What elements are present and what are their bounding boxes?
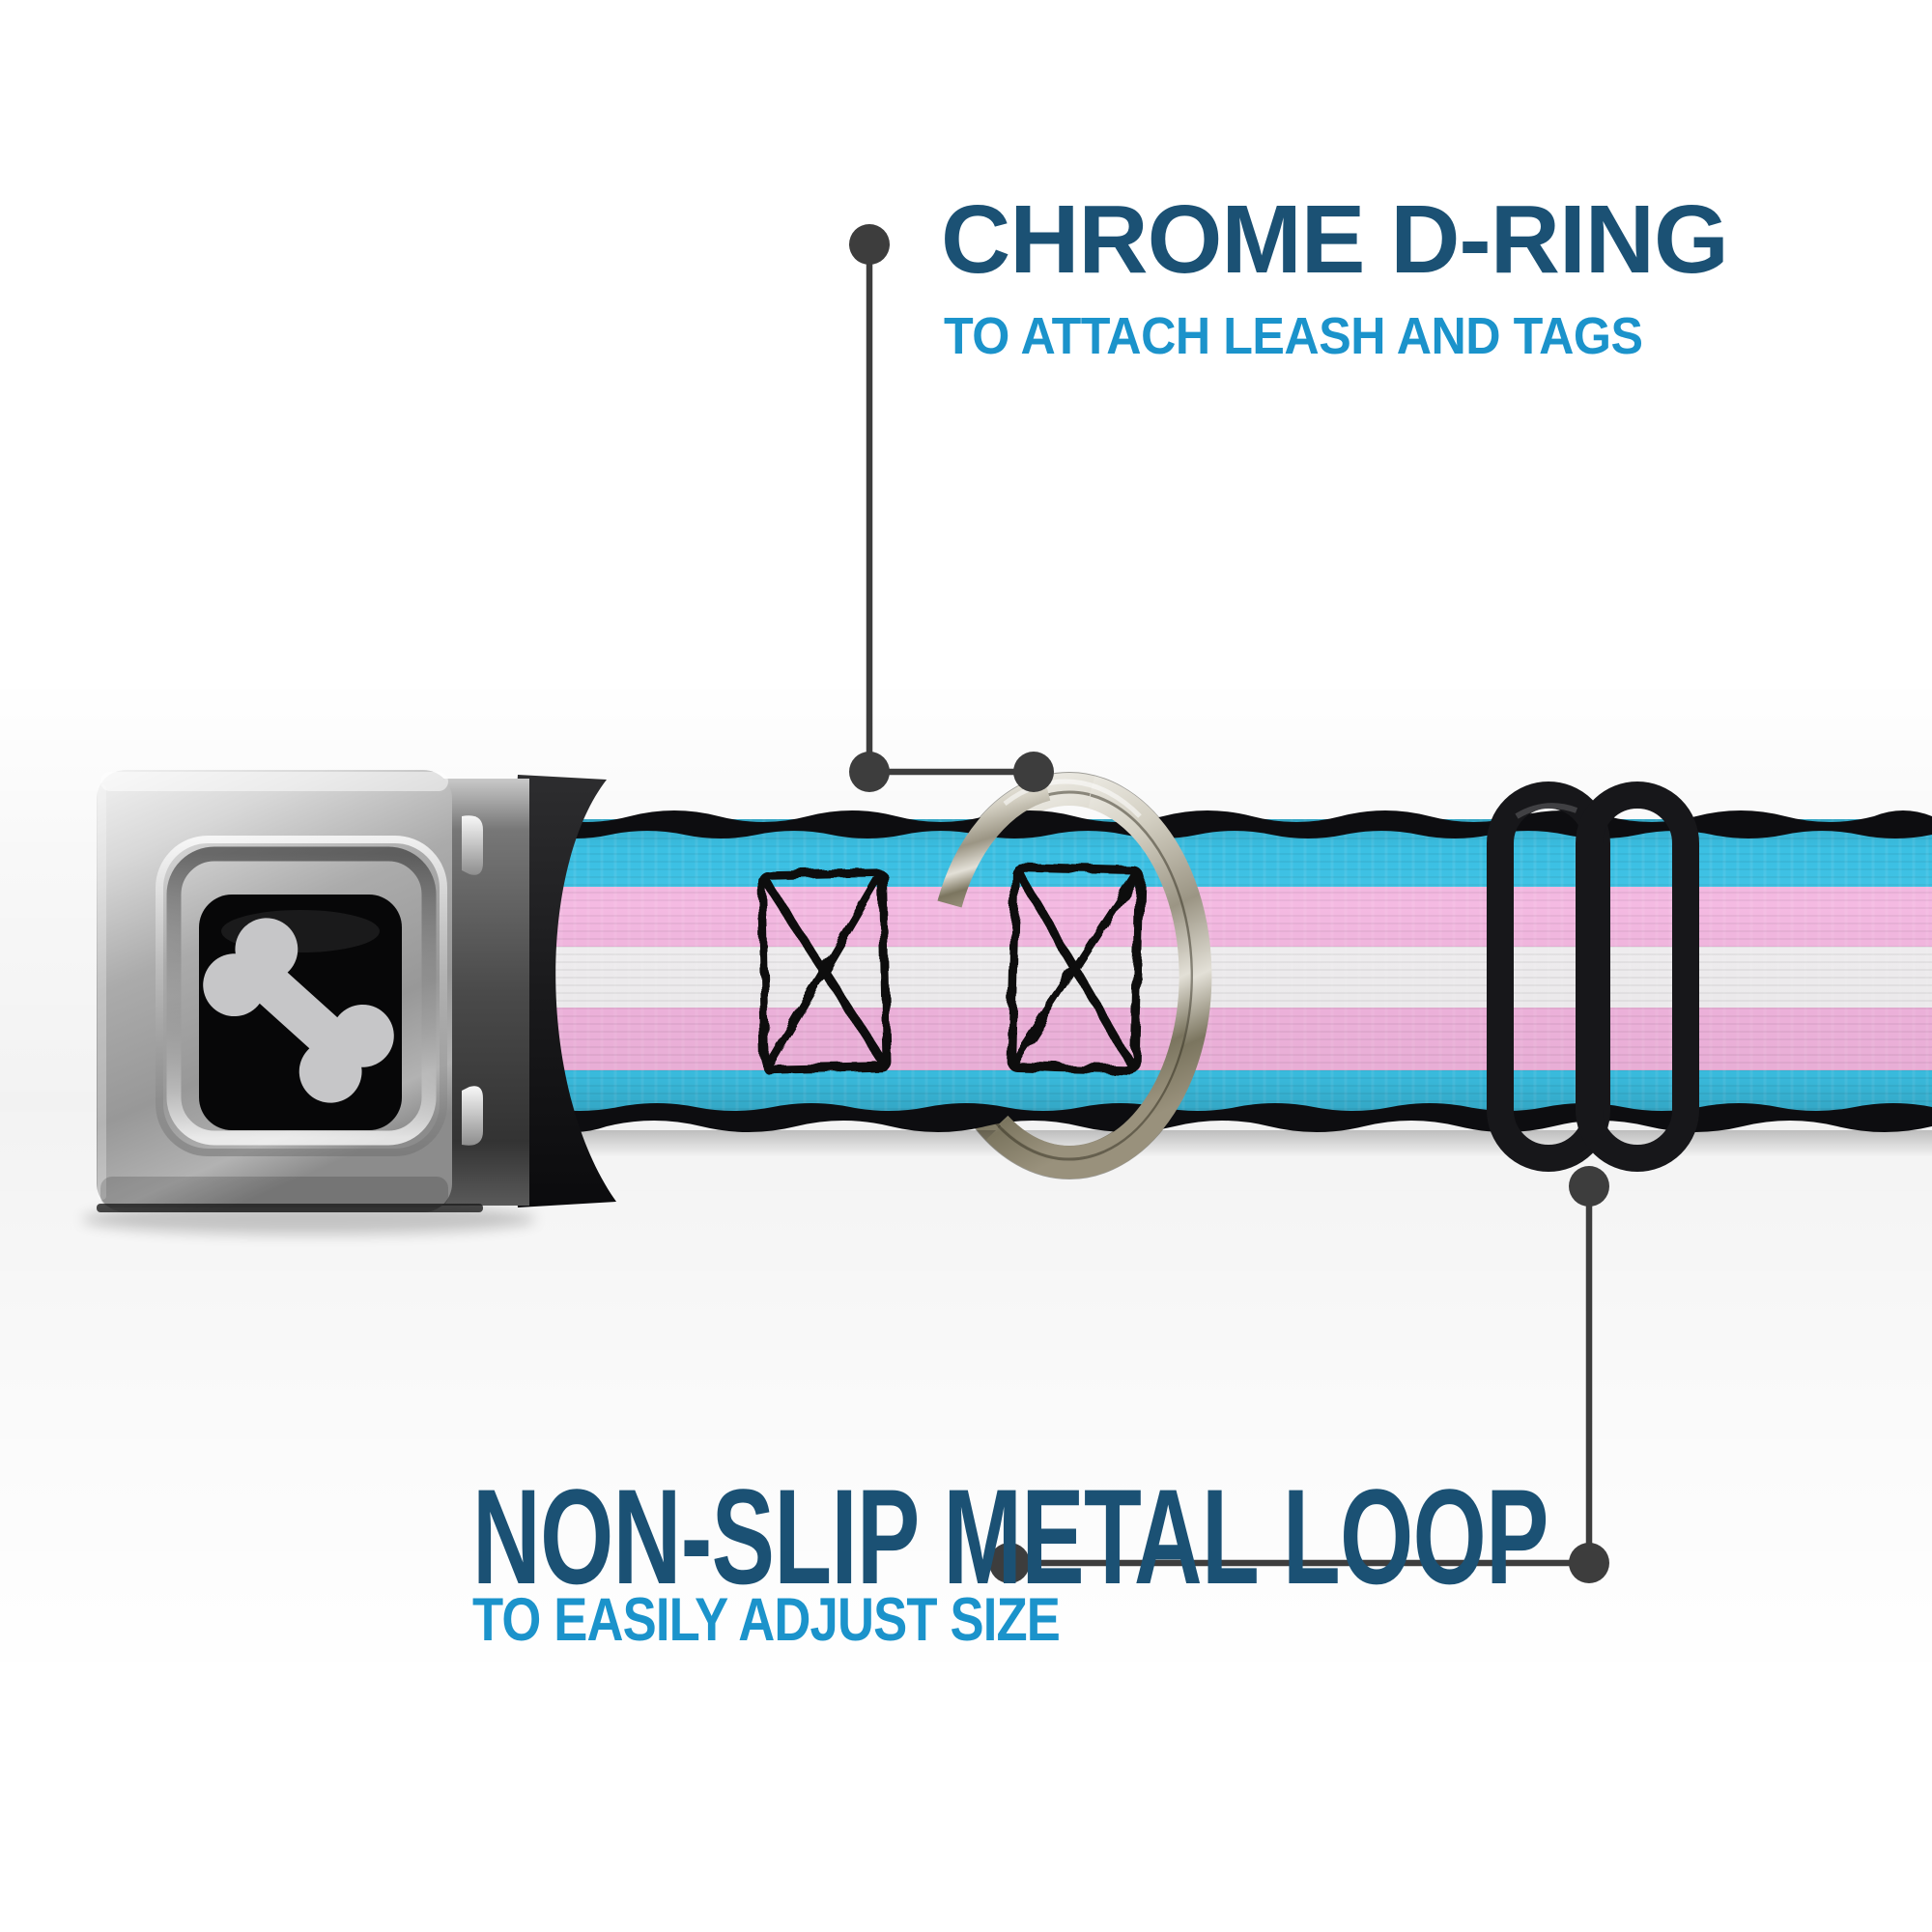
- callout-bottom-connector: [989, 1166, 1609, 1583]
- slider-right-loop: [1576, 781, 1699, 1172]
- buckle-bevel-outer: [156, 836, 447, 1156]
- callout-dot: [989, 1543, 1030, 1583]
- d-ring: [937, 776, 1212, 1179]
- buckle-bevel-inner: [166, 846, 437, 1146]
- webbing: [541, 810, 1932, 1132]
- callout-bottom-title: NON-SLIP METAL LOOP: [472, 1461, 1548, 1612]
- callout-bottom-subtitle: TO EASILY ADJUST SIZE: [472, 1586, 1061, 1654]
- callout-dot: [849, 224, 890, 265]
- stitch-box: [1007, 864, 1144, 1074]
- webbing-shadow: [541, 1130, 1932, 1157]
- buckle-latch-strip: [444, 779, 529, 1206]
- stitch-box: [756, 867, 892, 1074]
- callout-dot: [849, 752, 890, 792]
- callout-top-title: CHROME D-RING: [941, 185, 1729, 294]
- callout-dot: [1569, 1166, 1609, 1207]
- callout-dot: [1569, 1543, 1609, 1583]
- buckle-clip-top: [462, 815, 483, 875]
- webbing-fold: [510, 775, 616, 1208]
- seatbelt-buckle: [82, 770, 536, 1235]
- bone-icon: [203, 918, 394, 1103]
- stitch-boxes: [756, 864, 1144, 1074]
- callout-dot: [1013, 752, 1054, 792]
- buckle-clip-bottom: [462, 1086, 483, 1146]
- callout-top-connector: [849, 224, 1054, 792]
- slider-loop: [1487, 781, 1699, 1172]
- callout-top-subtitle: TO ATTACH LEASH AND TAGS: [944, 307, 1643, 365]
